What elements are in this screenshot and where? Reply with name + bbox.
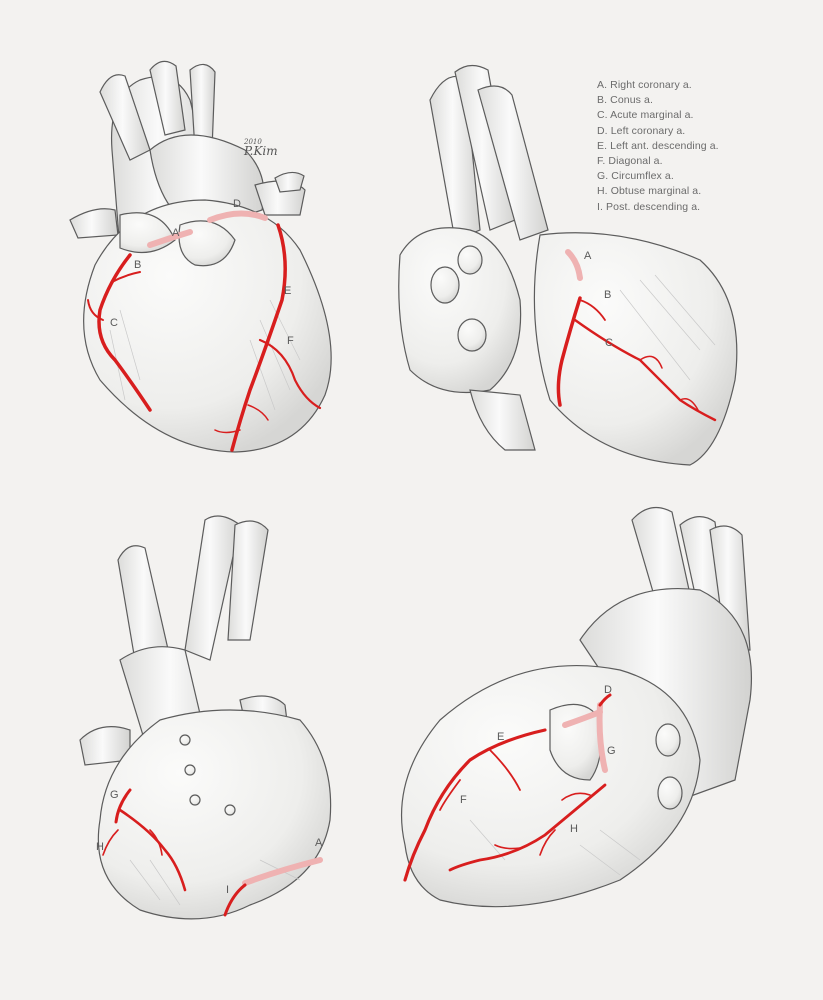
artery-legend: A. Right coronary a. B. Conus a. C. Acut… [597,78,719,215]
heart-view-left-lateral [400,506,752,908]
post-descending-artery [223,883,247,917]
brachiocephalic-vessel [99,74,151,161]
conus-artery [111,271,141,283]
arteries-view-posterior [102,788,323,917]
legend-item: C. Acute marginal a. [597,109,694,122]
subclavian-vessel [189,63,216,151]
label-c-2: C [605,337,613,349]
label-f: F [287,335,294,347]
right-atrium [398,227,522,394]
label-d: D [233,198,241,210]
legend-item: G. Circumflex a. [597,170,674,183]
heart-view-posterior [79,515,332,920]
pulmonary-vein-ostium-4b [657,776,683,810]
label-c: C [110,317,118,329]
lad-artery-4 [403,728,547,882]
label-h-3: H [96,841,104,853]
label-g-3: G [110,789,119,801]
signature-year: 2010 [244,138,262,146]
left-coronary-artery-4 [598,693,612,707]
label-a-2: A [584,250,592,262]
left-coronary-hidden [207,210,268,223]
ventricle-right-view [533,232,738,466]
label-b-2: B [604,289,611,301]
obtuse-marginal-artery-4 [448,783,607,872]
right-coronary-hidden-2 [565,249,583,281]
right-pulmonary-branch [69,208,119,239]
arteries-view-right-lateral [556,249,717,422]
right-coronary-artery-2 [556,296,582,407]
arteries-view-left-lateral [403,693,612,882]
ventricles-3 [97,709,332,920]
diagonal-artery-4 [439,749,521,811]
ventricles [83,199,332,453]
pulmonary-vein-left [274,171,305,193]
label-b: B [134,259,141,271]
legend-item: H. Obtuse marginal a. [597,185,702,198]
label-i-3: I [226,884,229,896]
pulmonary-vein-ostium-1 [430,266,460,304]
labels-view-right-lateral: A B C [584,250,613,349]
pulmonary-vein-ostium-2 [457,245,483,275]
right-coronary-hidden [147,229,193,248]
label-a-3: A [315,837,323,849]
arch-vessel [477,85,549,241]
left-coronary-hidden-4 [562,709,603,728]
diagonal-artery [258,338,322,410]
pulmonary-vein-ostium-4a [655,723,681,757]
label-e: E [284,285,291,297]
heart-view-anterior [69,60,332,453]
label-f-4: F [460,794,467,806]
labels-view-posterior: G H I A [96,789,323,896]
label-h-4: H [570,823,578,835]
carotid-vessel [149,60,186,136]
legend-item: A. Right coronary a. [597,79,692,91]
right-coronary-hidden-3 [242,857,323,886]
ventricles-4 [400,665,701,908]
label-g-4: G [607,745,616,757]
arch-vessel-3 [184,515,241,661]
legend-item: B. Conus a. [597,94,653,107]
pulmonary-vein-ostium-3 [457,318,487,352]
conus-artery-2 [579,299,606,321]
label-a: A [172,227,180,239]
artist-signature: 2010 P.Kim [244,138,278,158]
ivc-vessel [469,389,536,451]
brachio-vessel-3 [227,520,269,641]
acute-marginal-artery-2 [573,318,717,422]
labels-view-left-lateral: D E G F H [460,684,616,835]
acute-marginal-artery [87,299,104,321]
brachio-vessel-4 [709,525,751,651]
legend-item: E. Left ant. descending a. [597,139,719,152]
obtuse-marginal-artery-3 [118,808,187,892]
label-e-4: E [497,731,504,743]
labels-view-anterior: A B C D E F [110,198,294,347]
legend-item: D. Left coronary a. [597,124,686,137]
arteries-view-anterior [87,210,322,452]
label-d-4: D [604,684,612,696]
legend-item: F. Diagonal a. [597,155,663,168]
legend-item: I. Post. descending a. [597,200,701,213]
signature-name: P.Kim [244,144,278,158]
heart-view-right-lateral [398,64,738,466]
circumflex-artery-3 [114,788,132,824]
